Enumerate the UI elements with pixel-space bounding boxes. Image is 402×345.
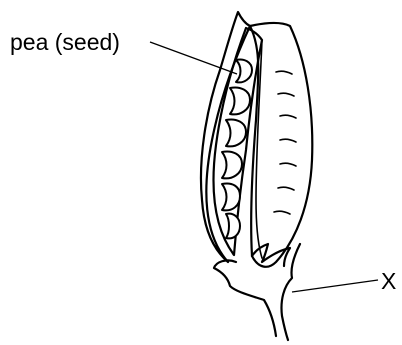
pod-veins (274, 71, 296, 214)
x-leader-line (292, 280, 378, 292)
pod-stalk (214, 244, 300, 340)
label-pea-seed: pea (seed) (10, 31, 120, 54)
label-x: X (381, 270, 396, 293)
